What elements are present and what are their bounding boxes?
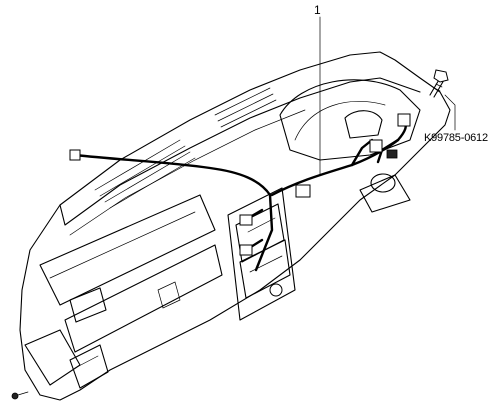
instrument-cluster-hood bbox=[279, 79, 421, 161]
center-console bbox=[227, 187, 296, 321]
part-number-leader bbox=[444, 94, 456, 131]
harness-connectors bbox=[69, 113, 411, 256]
lower-side-panel bbox=[24, 329, 109, 389]
connector-center bbox=[295, 184, 311, 198]
connector-left bbox=[69, 149, 81, 161]
ground-terminal bbox=[11, 391, 29, 400]
bolt-part bbox=[429, 69, 449, 98]
connector-ground bbox=[386, 149, 398, 159]
connector-console-upper bbox=[239, 214, 253, 226]
leader-lines bbox=[319, 16, 456, 176]
part-number-label: K99785-0612 bbox=[424, 132, 488, 144]
defroster-vent bbox=[94, 87, 277, 209]
callout-number: 1 bbox=[314, 3, 321, 17]
steering-column bbox=[359, 173, 411, 213]
glove-box-panel bbox=[39, 194, 223, 353]
connector-console-lower bbox=[239, 244, 253, 256]
connector-right bbox=[397, 113, 411, 127]
connector-cluster bbox=[369, 139, 383, 153]
dashboard-outline bbox=[19, 51, 451, 401]
